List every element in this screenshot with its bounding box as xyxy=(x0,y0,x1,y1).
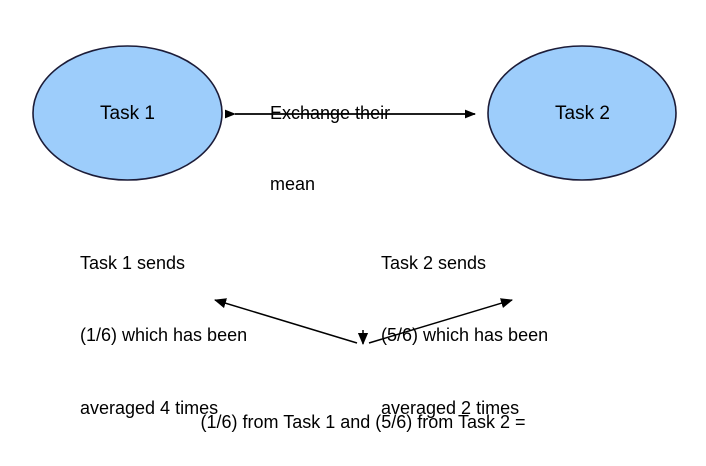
task1-send-note: Task 1 sends (1/6) which has been averag… xyxy=(80,202,247,466)
result-line-1: (1/6) from Task 1 and (5/6) from Task 2 … xyxy=(200,411,526,432)
task1-note-line-3: averaged 4 times xyxy=(80,398,219,419)
node-task2-ellipse[interactable] xyxy=(487,45,677,181)
task2-note-line-1: Task 2 sends xyxy=(381,252,487,273)
merged-result-note: (1/6) from Task 1 and (5/6) from Task 2 … xyxy=(113,361,613,466)
node-task2-label: Task 2 xyxy=(555,103,610,124)
exchange-label-line-2: mean xyxy=(270,173,316,194)
task2-note-line-2: (5/6) which has been xyxy=(381,325,549,346)
node-task1-ellipse[interactable] xyxy=(32,45,223,181)
task1-note-line-2: (1/6) which has been xyxy=(80,325,248,346)
exchange-label-line-1: Exchange their xyxy=(270,102,391,123)
node-task1-label: Task 1 xyxy=(100,103,155,124)
task2-send-note: Task 2 sends (5/6) which has been averag… xyxy=(381,202,548,466)
merge-arrow-left xyxy=(214,298,358,344)
merge-arrow-right xyxy=(368,298,513,344)
task2-note-line-3: averaged 2 times xyxy=(381,398,520,419)
exchange-arrow-label: Exchange their mean xyxy=(270,54,390,244)
task1-note-line-1: Task 1 sends xyxy=(80,252,186,273)
